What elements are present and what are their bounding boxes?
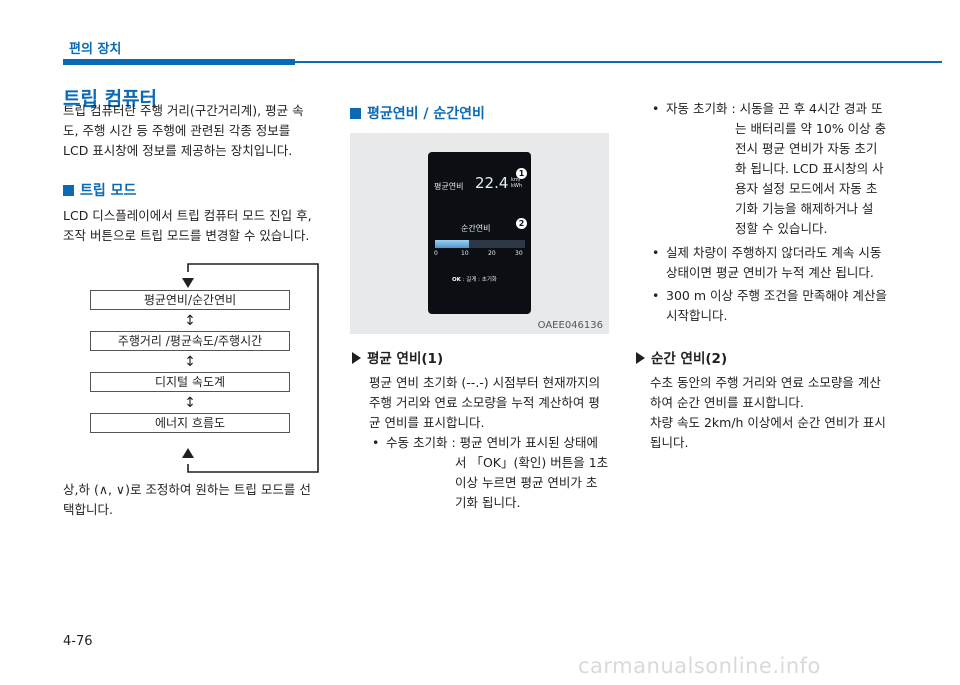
square-bullet-icon — [350, 108, 361, 119]
cumulative-bullet: • 실제 차량이 주행하지 않더라도 계속 시동 상태이면 평균 연비가 누적 … — [652, 243, 898, 283]
inst-efficiency-bar — [435, 240, 470, 248]
image-code: OAEE046136 — [537, 320, 603, 331]
bullet-line: 기화 됩니다. — [455, 495, 521, 510]
cluster-display: 평균연비 22.4 km/ kWh 1 순간연비 2 0 10 20 30 OK… — [428, 152, 531, 314]
inst-efficiency-track — [435, 240, 525, 248]
bullet-line: 300 m 이상 주행 조건을 만족해야 계산을 — [666, 288, 887, 303]
efficiency-unit: km/ kWh — [511, 177, 523, 189]
updown-arrow-icon: ↕ — [184, 395, 196, 411]
updown-arrow-icon: ↕ — [184, 313, 196, 329]
triangle-bullet-icon — [636, 352, 645, 364]
body-line: 차량 속도 2km/h 이상에서 순간 연비가 표시 — [650, 415, 886, 430]
down-arrow-icon — [182, 278, 194, 288]
description-line: 조작 버튼으로 트립 모드를 변경할 수 있습니다. — [63, 228, 310, 243]
inst-efficiency-heading-text: 순간 연비(2) — [651, 351, 728, 367]
bullet-line: 서 「OK」(확인) 버튼을 1초 — [455, 455, 609, 470]
section-label: 편의 장치 — [69, 42, 122, 57]
avg-efficiency-heading-text: 평균 연비(1) — [367, 351, 444, 367]
avg-efficiency-label: 평균연비 — [434, 182, 464, 191]
ok-key-label: OK — [452, 277, 461, 283]
page-title: 트립 컴퓨터 — [63, 88, 158, 110]
up-arrow-icon — [182, 448, 194, 458]
inst-efficiency-heading: 순간 연비(2) — [636, 347, 727, 367]
header-accent-bar — [63, 59, 295, 65]
body-line: 됩니다. — [650, 435, 689, 450]
body-line: 주행 거리와 연료 소모량을 누적 계산하여 평 — [369, 395, 600, 410]
square-bullet-icon — [63, 185, 74, 196]
bullet-dot-icon: • — [372, 435, 380, 450]
bar-tick-label: 30 — [515, 250, 523, 257]
body-line: 평균 연비 초기화 (--.-) 시점부터 현재까지의 — [369, 375, 601, 390]
page-number: 4-76 — [63, 634, 93, 649]
bullet-dot-icon: • — [652, 288, 660, 303]
bullet-line: 자동 초기화 : 시동을 끈 후 4시간 경과 또 — [666, 101, 883, 116]
bullet-line: 전시 평균 연비가 자동 초기 — [735, 141, 878, 156]
trip-mode-heading: 트립 모드 — [63, 180, 136, 200]
cluster-screen-figure: 평균연비 22.4 km/ kWh 1 순간연비 2 0 10 20 30 OK… — [350, 133, 609, 334]
bullet-line: 시작합니다. — [666, 308, 728, 323]
header-rule — [295, 61, 942, 63]
body-line: 하여 순간 연비를 표시합니다. — [650, 395, 804, 410]
ok-hint-text: : 길게 : 초기화 — [462, 277, 497, 283]
bullet-line: 상태이면 평균 연비가 누적 계산 됩니다. — [666, 265, 874, 280]
bullet-line: 기화 기능을 해제하거나 설 — [735, 201, 874, 216]
bullet-line: 화 됩니다. LCD 표시창의 사 — [735, 161, 884, 176]
intro-line: LCD 표시창에 정보를 제공하는 장치입니다. — [63, 143, 293, 158]
inst-efficiency-label: 순간연비 — [461, 224, 491, 233]
bullet-line: 정할 수 있습니다. — [735, 221, 828, 236]
mode-box-speedometer: 디지털 속도계 — [90, 372, 290, 392]
avg-efficiency-heading: 평균 연비(1) — [352, 347, 443, 367]
bar-tick-label: 10 — [461, 250, 469, 257]
bullet-line: 이상 누르면 평균 연비가 초 — [455, 475, 598, 490]
footer-line: 상,하 (∧, ∨)로 조정하여 원하는 트립 모드를 선 — [63, 482, 311, 497]
bullet-line: 용자 설정 모드에서 자동 초 — [735, 181, 878, 196]
body-line: 균 연비를 표시합니다. — [369, 415, 485, 430]
auto-reset-bullet: • 자동 초기화 : 시동을 끈 후 4시간 경과 또 는 배터리를 약 10%… — [652, 99, 898, 239]
trip-mode-footer: 상,하 (∧, ∨)로 조정하여 원하는 트립 모드를 선 택합니다. — [63, 480, 326, 520]
bullet-dot-icon: • — [652, 245, 660, 260]
efficiency-heading-text: 평균연비 / 순간연비 — [367, 106, 485, 122]
intro-line: 도, 주행 시간 등 주행에 관련된 각종 정보를 — [63, 123, 291, 138]
ok-hint: OK : 길게 : 초기화 — [452, 275, 497, 283]
intro-paragraph: 트립 컴퓨터란 주행 거리(구간거리계), 평균 속 도, 주행 시간 등 주행… — [63, 101, 326, 161]
avg-efficiency-body: 평균 연비 초기화 (--.-) 시점부터 현재까지의 주행 거리와 연료 소모… — [369, 373, 614, 433]
inst-efficiency-body: 수초 동안의 주행 거리와 연료 소모량을 계산 하여 순간 연비를 표시합니다… — [650, 373, 895, 453]
mode-cycle-loop — [182, 263, 319, 473]
mode-box-efficiency: 평균연비/순간연비 — [90, 290, 290, 310]
triangle-bullet-icon — [352, 352, 361, 364]
avg-efficiency-value: 22.4 — [475, 174, 509, 192]
watermark: carmanualsonline.info — [578, 654, 821, 678]
bullet-line: 실제 차량이 주행하지 않더라도 계속 시동 — [666, 245, 882, 260]
trip-mode-heading-text: 트립 모드 — [80, 183, 137, 199]
bullet-line: 는 배터리를 약 10% 이상 충 — [735, 121, 887, 136]
mode-box-energy-flow: 에너지 흐름도 — [90, 413, 290, 433]
footer-line: 택합니다. — [63, 502, 113, 517]
bar-tick-label: 20 — [488, 250, 496, 257]
description-line: LCD 디스플레이에서 트립 컴퓨터 모드 진입 후, — [63, 208, 312, 223]
manual-reset-bullet: • 수동 초기화 : 평균 연비가 표시된 상태에 서 「OK」(확인) 버튼을… — [372, 433, 616, 513]
callout-2-icon: 2 — [516, 218, 527, 229]
mode-box-distance: 주행거리 /평균속도/주행시간 — [90, 331, 290, 351]
intro-line: 트립 컴퓨터란 주행 거리(구간거리계), 평균 속 — [63, 103, 304, 118]
updown-arrow-icon: ↕ — [184, 354, 196, 370]
bullet-dot-icon: • — [652, 101, 660, 116]
bullet-line: 수동 초기화 : 평균 연비가 표시된 상태에 — [386, 435, 599, 450]
efficiency-heading: 평균연비 / 순간연비 — [350, 103, 485, 123]
distance-condition-bullet: • 300 m 이상 주행 조건을 만족해야 계산을 시작합니다. — [652, 286, 898, 326]
trip-mode-description: LCD 디스플레이에서 트립 컴퓨터 모드 진입 후, 조작 버튼으로 트립 모… — [63, 206, 326, 246]
body-line: 수초 동안의 주행 거리와 연료 소모량을 계산 — [650, 375, 881, 390]
callout-1-icon: 1 — [516, 168, 527, 179]
bar-tick-label: 0 — [434, 250, 438, 257]
